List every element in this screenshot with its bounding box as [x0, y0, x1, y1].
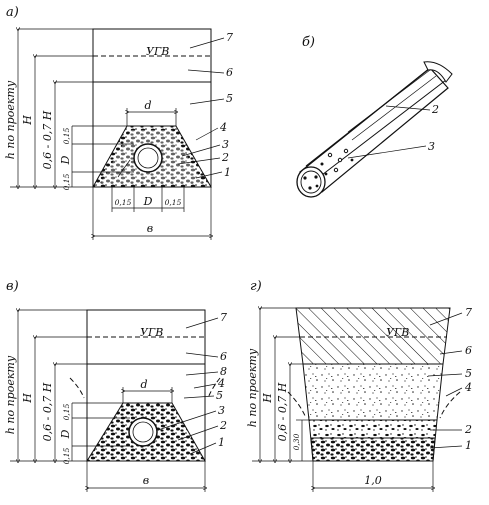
dim-h: h по проекту	[4, 355, 17, 434]
callout-2: 2	[219, 419, 227, 432]
callout-1: 1	[224, 166, 231, 179]
dim-015-bottom: 0,15	[62, 173, 71, 190]
panel-v-label: в)	[6, 279, 19, 294]
dim-w015-right: 0,15	[165, 198, 182, 207]
callout-6: 6	[220, 350, 227, 363]
callout-6: 6	[226, 66, 233, 79]
ugv-label: УГВ	[140, 326, 163, 339]
ugv-label: УГВ	[146, 45, 169, 58]
dim-d: d	[140, 378, 147, 391]
callout-4: 4	[464, 381, 472, 394]
dim-b: в	[143, 474, 149, 487]
callout-6: 6	[465, 344, 472, 357]
dim-h: h по проекту	[246, 348, 259, 427]
dim-030: 0,30	[292, 433, 301, 450]
callout-4: 4	[217, 377, 225, 390]
callout-b-3: 3	[428, 140, 435, 153]
callout-8: 8	[220, 365, 227, 378]
panel-b: б) 2 3	[296, 35, 453, 198]
dim-D: D	[59, 429, 72, 439]
panel-v: в) УГВ h по проекту H 0,6 - 0,7 H 0,15 D…	[4, 279, 227, 492]
callout-5: 5	[216, 389, 223, 402]
callout-b-2: 2	[431, 103, 439, 116]
callout-3: 3	[218, 404, 225, 417]
dim-D: D	[59, 155, 72, 165]
dim-width: 1,0	[364, 474, 382, 487]
callout-7: 7	[465, 306, 472, 319]
callout-1: 1	[465, 439, 472, 452]
callout-5: 5	[465, 367, 472, 380]
dim-mid: 0,6 - 0,7 H	[41, 382, 54, 441]
dim-015-top: 0,15	[62, 127, 71, 144]
dim-mid: 0,6 - 0,7 H	[41, 110, 54, 169]
dim-H: H	[261, 393, 274, 404]
panel-g-label: г)	[250, 279, 262, 294]
backfill-layer	[295, 307, 451, 365]
callout-1: 1	[218, 436, 225, 449]
callout-7: 7	[220, 311, 227, 324]
callout-4: 4	[219, 121, 227, 134]
dim-wD: D	[143, 195, 153, 208]
dim-b: в	[147, 222, 153, 235]
panel-g: г) УГВ h по проекту H 0,6 - 0,7 H 0,30 1…	[246, 279, 472, 492]
dim-h: h по проекту	[4, 80, 17, 159]
dim-w015-left: 0,15	[115, 198, 132, 207]
ugv-label: УГВ	[386, 326, 409, 339]
gravel-layer-1	[310, 437, 436, 462]
callout-7: 7	[226, 31, 233, 44]
callout-5: 5	[226, 92, 233, 105]
callout-2: 2	[464, 423, 472, 436]
dim-H: H	[21, 115, 34, 126]
dim-015-top: 0,15	[62, 403, 71, 420]
panel-a: а) УГВ h по проекту H 0,6 - 0,7 H 0,15 D…	[4, 5, 233, 240]
panel-b-label: б)	[302, 35, 315, 50]
dim-H: H	[21, 393, 34, 404]
callout-2: 2	[221, 151, 229, 164]
dim-015-bottom: 0,15	[62, 447, 71, 464]
panel-a-label: а)	[6, 5, 19, 20]
callout-3: 3	[222, 138, 229, 151]
dim-mid: 0,6 - 0,7 H	[276, 382, 289, 441]
sand-layer	[302, 363, 444, 421]
dim-d: d	[144, 99, 151, 112]
